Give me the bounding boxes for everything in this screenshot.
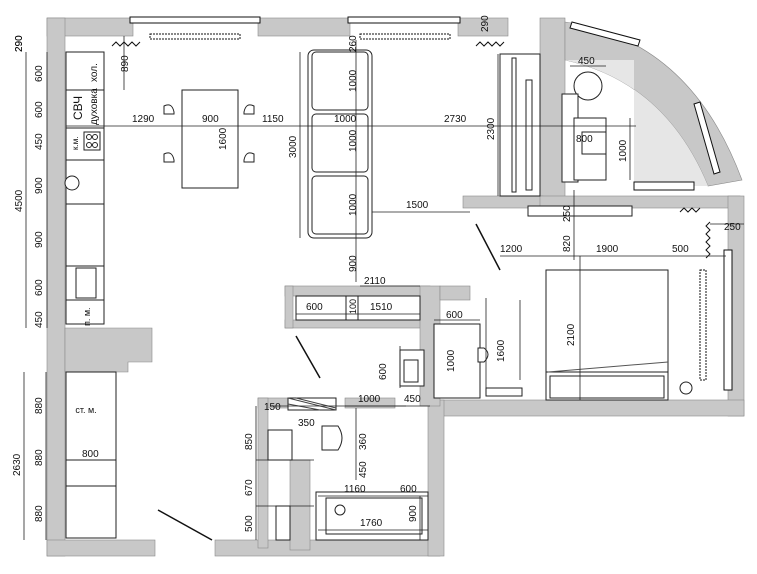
dim-850: 850 xyxy=(244,433,255,450)
oven-label: духовка xyxy=(89,88,100,125)
dim-290-top-right: 290 xyxy=(480,15,491,32)
dim-890: 890 xyxy=(120,55,131,72)
dim-900-a: 900 xyxy=(34,177,45,194)
dim-500: 500 xyxy=(672,244,689,255)
corridor-shelf xyxy=(295,295,421,321)
dim-600-b: 600 xyxy=(34,101,45,118)
dim-1000-desk: 1000 xyxy=(446,349,457,372)
dim-450-bath: 450 xyxy=(404,394,421,405)
washer-label: ст. м. xyxy=(75,405,96,415)
utility-block: ст. м. xyxy=(65,371,117,539)
dim-670: 670 xyxy=(244,479,255,496)
dim-2730: 2730 xyxy=(444,114,467,125)
dim-1900: 1900 xyxy=(596,244,619,255)
dim-900-bath: 900 xyxy=(408,505,419,522)
dim-450-a: 450 xyxy=(34,133,45,150)
microwave-label: СВЧ xyxy=(71,96,85,120)
dim-150: 150 xyxy=(264,402,281,413)
dim-2110: 2110 xyxy=(364,276,386,287)
sofa-1000-a: 1000 xyxy=(348,69,359,92)
hob-label: к.м. xyxy=(71,137,80,150)
hob-icon xyxy=(86,134,98,148)
dim-500-bath: 500 xyxy=(244,515,255,532)
dim-1000-chair: 1000 xyxy=(618,139,629,162)
dim-880-a: 880 xyxy=(34,397,45,414)
dim-250-right: 250 xyxy=(724,222,741,233)
dim-1000-sofa: 1000 xyxy=(334,114,357,125)
sofa-1000-c: 1000 xyxy=(348,193,359,216)
dim-1200: 1200 xyxy=(500,244,523,255)
dimension-labels: 290 600 600 450 900 900 600 450 4500 880… xyxy=(12,15,741,532)
dim-880-b: 880 xyxy=(34,449,45,466)
dim-600-sink: 600 xyxy=(378,363,389,380)
dim-1600-table: 1600 xyxy=(218,127,229,150)
sofa-1000-b: 1000 xyxy=(348,129,359,152)
dim-360: 360 xyxy=(358,433,369,450)
dim-2300: 2300 xyxy=(486,117,497,140)
dim-800-wash: 800 xyxy=(82,449,99,460)
bed xyxy=(545,269,693,401)
dim-900-corridor: 900 xyxy=(348,255,359,272)
dim-1600-desk: 1600 xyxy=(496,339,507,362)
dim-600-desk: 600 xyxy=(446,310,463,321)
dim-880-c: 880 xyxy=(34,505,45,522)
dim-820: 820 xyxy=(562,235,573,252)
dim-100: 100 xyxy=(348,299,358,314)
windows xyxy=(129,16,733,391)
dim-260: 260 xyxy=(348,35,359,52)
dim-2100-bed: 2100 xyxy=(566,323,577,346)
dim-3000: 3000 xyxy=(288,135,299,158)
dim-900-b: 900 xyxy=(34,231,45,248)
fridge-label: хол. xyxy=(89,63,100,82)
wardrobe xyxy=(499,53,541,197)
dim-450-wc: 450 xyxy=(358,461,369,478)
kitchen-block: хол. духовка СВЧ к.м. п. м. xyxy=(64,51,105,326)
sofa xyxy=(307,49,373,239)
radiators xyxy=(111,41,711,259)
dim-290-top: 290 xyxy=(14,35,25,52)
dim-350: 350 xyxy=(298,418,315,429)
dim-2630: 2630 xyxy=(12,453,23,476)
dim-1160: 1160 xyxy=(344,484,366,495)
doors xyxy=(157,223,501,541)
dim-600-bath: 600 xyxy=(400,484,417,495)
desk xyxy=(433,323,523,399)
dim-1760: 1760 xyxy=(360,518,383,529)
dim-600-a: 600 xyxy=(34,65,45,82)
dimension-lines xyxy=(23,36,744,540)
dim-600-shelf: 600 xyxy=(306,302,323,313)
bathroom xyxy=(267,349,429,541)
armchair xyxy=(561,71,607,183)
walls xyxy=(46,17,745,557)
dim-800-chair: 800 xyxy=(576,134,593,145)
dim-290-left: 290 xyxy=(14,35,25,52)
tv-stand xyxy=(527,205,633,217)
dim-4500: 4500 xyxy=(14,189,25,212)
dishwasher-label: п. м. xyxy=(82,307,92,326)
dim-450-b: 450 xyxy=(34,311,45,328)
dining-table xyxy=(163,89,255,189)
dim-1510: 1510 xyxy=(370,302,393,313)
dim-1000-bath: 1000 xyxy=(358,394,381,405)
dim-1500: 1500 xyxy=(406,200,429,211)
dim-900-table: 900 xyxy=(202,114,219,125)
dim-1150: 1150 xyxy=(262,114,284,125)
dim-600-c: 600 xyxy=(34,279,45,296)
dim-450-chair: 450 xyxy=(578,56,595,67)
dim-250-tv: 250 xyxy=(562,205,573,222)
dim-1290: 1290 xyxy=(132,114,155,125)
